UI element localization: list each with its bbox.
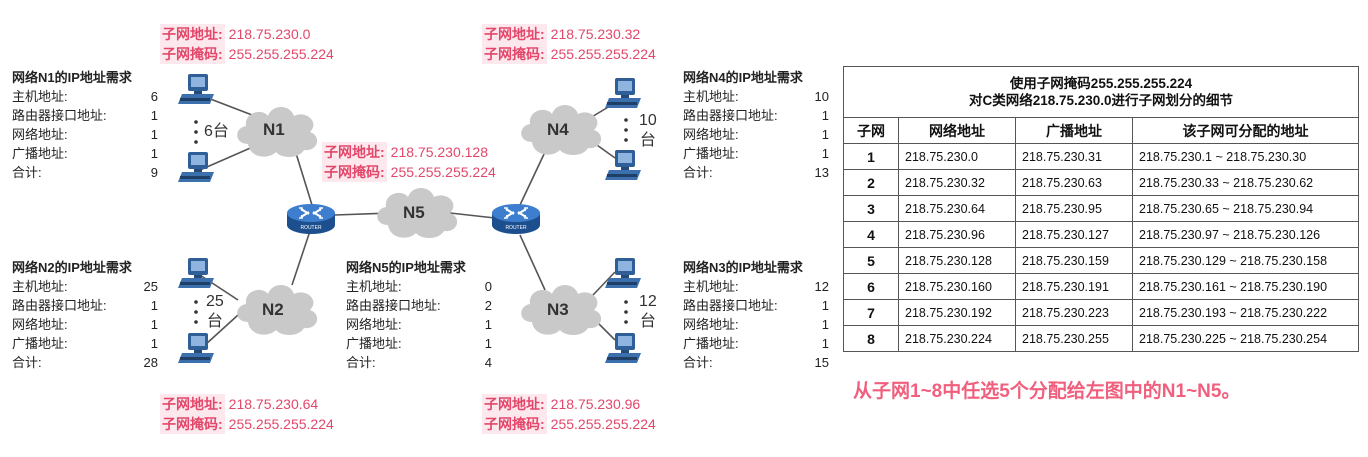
table-cell: 218.75.230.96	[898, 221, 1016, 248]
network-diagram: ROUTER ROUTER	[178, 74, 641, 363]
column-header: 子网	[843, 117, 899, 144]
table-cell: 2	[843, 169, 899, 196]
table-cell: 8	[843, 325, 899, 352]
column-header: 广播地址	[1015, 117, 1133, 144]
router-left-icon: ROUTER	[285, 202, 337, 236]
table-cell: 218.75.230.32	[898, 169, 1016, 196]
table-cell: 218.75.230.128	[898, 247, 1016, 274]
table-caption: 使用子网掩码255.255.255.224 对C类网络218.75.230.0进…	[843, 66, 1359, 118]
pc-icon	[178, 333, 214, 363]
pc-icon	[605, 333, 641, 363]
requirements-n2: 网络N2的IP地址需求 主机地址:25 路由器接口地址:1 网络地址:1 广播地…	[12, 260, 158, 370]
requirements-n3: 网络N3的IP地址需求 主机地址:12 路由器接口地址:1 网络地址:1 广播地…	[683, 260, 829, 370]
pc-icon	[178, 74, 214, 104]
table-cell: 218.75.230.191	[1015, 273, 1133, 300]
subnet-info-n5: 子网地址:218.75.230.128 子网掩码:255.255.255.224	[322, 142, 496, 182]
table-cell: 218.75.230.160	[898, 273, 1016, 300]
table-cell: 218.75.230.63	[1015, 169, 1133, 196]
column-header: 该子网可分配的地址	[1132, 117, 1359, 144]
host-count-n1: 6台	[204, 123, 229, 140]
subnet-table: 使用子网掩码255.255.255.224 对C类网络218.75.230.0进…	[843, 66, 1359, 352]
table-cell: 218.75.230.223	[1015, 299, 1133, 326]
table-cell: 1	[843, 143, 899, 170]
table-cell: 218.75.230.33 ~ 218.75.230.62	[1132, 169, 1359, 196]
table-cell: 218.75.230.161 ~ 218.75.230.190	[1132, 273, 1359, 300]
network-label-n4: N4	[547, 120, 569, 139]
table-cell: 218.75.230.127	[1015, 221, 1133, 248]
table-cell: 218.75.230.129 ~ 218.75.230.158	[1132, 247, 1359, 274]
subnet-info-n1: 子网地址:218.75.230.0 子网掩码:255.255.255.224	[160, 24, 334, 64]
table-cell: 6	[843, 273, 899, 300]
table-cell: 218.75.230.159	[1015, 247, 1133, 274]
requirements-n4: 网络N4的IP地址需求 主机地址:10 路由器接口地址:1 网络地址:1 广播地…	[683, 70, 829, 180]
svg-text:ROUTER: ROUTER	[300, 225, 322, 231]
pc-icon	[605, 78, 641, 108]
subnet-info-n2: 子网地址:218.75.230.64 子网掩码:255.255.255.224	[160, 394, 334, 434]
table-cell: 5	[843, 247, 899, 274]
network-label-n1: N1	[263, 120, 285, 139]
table-cell: 218.75.230.193 ~ 218.75.230.222	[1132, 299, 1359, 326]
table-cell: 3	[843, 195, 899, 222]
table-cell: 218.75.230.225 ~ 218.75.230.254	[1132, 325, 1359, 352]
pc-icon	[178, 258, 214, 288]
column-header: 网络地址	[898, 117, 1016, 144]
network-label-n5: N5	[403, 203, 425, 222]
table-cell: 218.75.230.0	[898, 143, 1016, 170]
table-cell: 218.75.230.65 ~ 218.75.230.94	[1132, 195, 1359, 222]
table-header-row: 子网 网络地址 广播地址 该子网可分配的地址	[843, 117, 1359, 144]
ellipsis-dots	[194, 118, 628, 324]
subnet-info-n3: 子网地址:218.75.230.96 子网掩码:255.255.255.224	[482, 394, 656, 434]
table-cell: 218.75.230.64	[898, 195, 1016, 222]
table-cell: 218.75.230.224	[898, 325, 1016, 352]
table-cell: 7	[843, 299, 899, 326]
network-label-n3: N3	[547, 300, 569, 319]
router-right-icon: ROUTER	[490, 202, 542, 236]
table-cell: 4	[843, 221, 899, 248]
svg-text:ROUTER: ROUTER	[505, 225, 527, 231]
table-cell: 218.75.230.97 ~ 218.75.230.126	[1132, 221, 1359, 248]
footnote: 从子网1~8中任选5个分配给左图中的N1~N5。	[853, 381, 1241, 402]
subnet-info-n4: 子网地址:218.75.230.32 子网掩码:255.255.255.224	[482, 24, 656, 64]
requirements-n5: 网络N5的IP地址需求 主机地址:0 路由器接口地址:2 网络地址:1 广播地址…	[346, 260, 492, 370]
table-cell: 218.75.230.1 ~ 218.75.230.30	[1132, 143, 1359, 170]
requirements-n1: 网络N1的IP地址需求 主机地址:6 路由器接口地址:1 网络地址:1 广播地址…	[12, 70, 158, 180]
pc-icon	[605, 258, 641, 288]
table-cell: 218.75.230.255	[1015, 325, 1133, 352]
table-cell: 218.75.230.95	[1015, 195, 1133, 222]
table-cell: 218.75.230.192	[898, 299, 1016, 326]
table-cell: 218.75.230.31	[1015, 143, 1133, 170]
network-label-n2: N2	[262, 300, 284, 319]
